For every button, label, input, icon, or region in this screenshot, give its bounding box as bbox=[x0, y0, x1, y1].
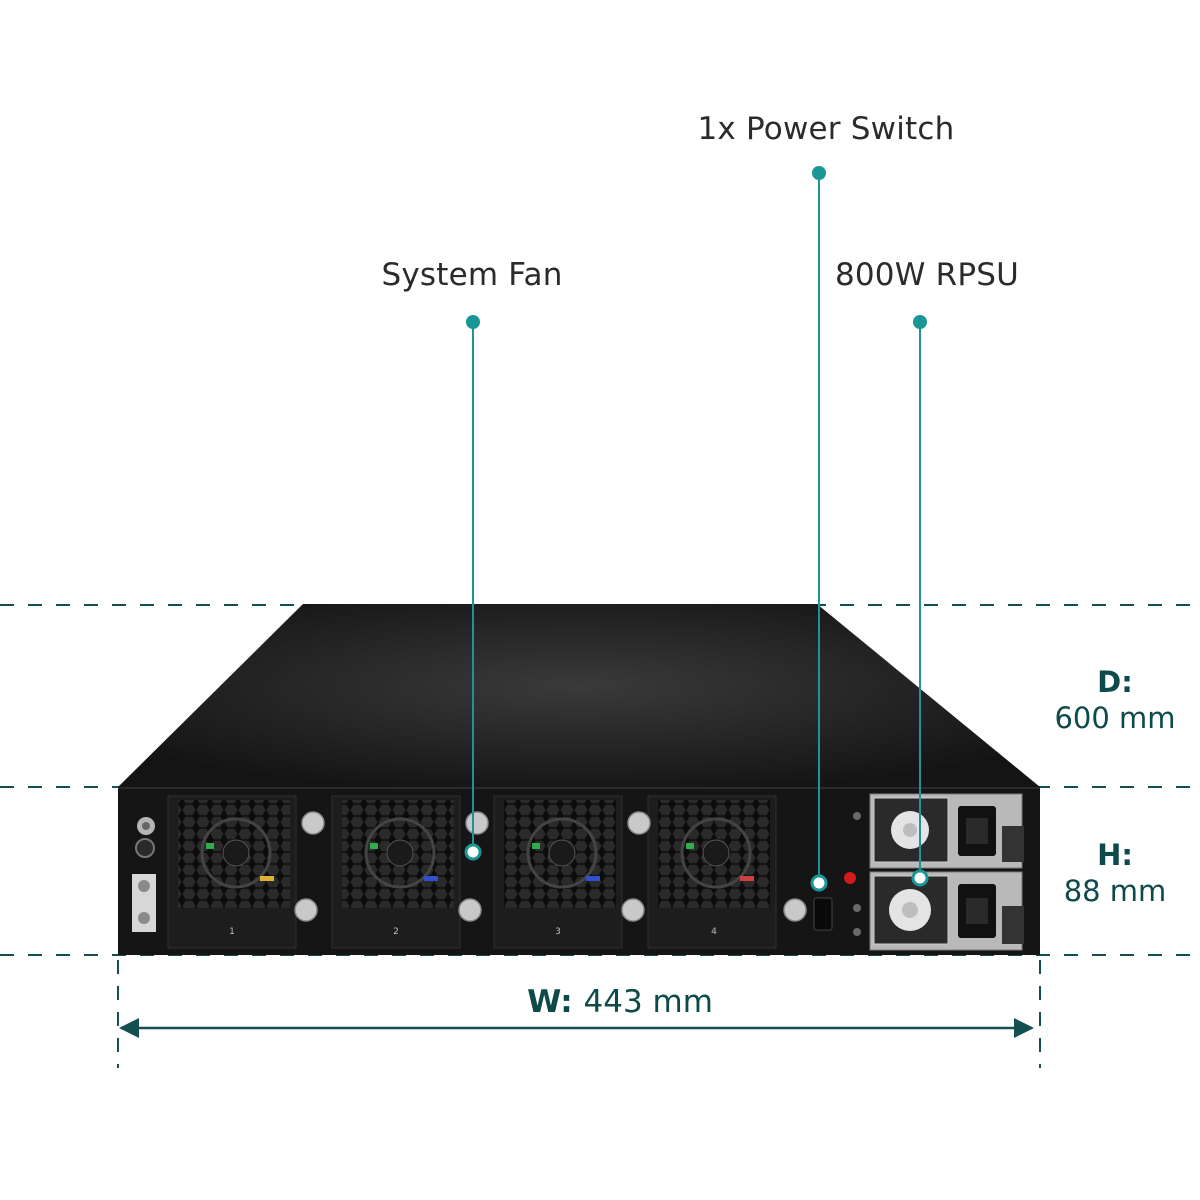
fan-label-1: 1 bbox=[229, 927, 235, 937]
rpsu-target bbox=[911, 869, 929, 887]
depth-value: 600 mm bbox=[1054, 701, 1176, 735]
system-fan-label: System Fan bbox=[381, 257, 563, 293]
width-key: W: bbox=[527, 984, 584, 1020]
fan-module-2 bbox=[331, 795, 461, 949]
height-key: H: bbox=[1097, 838, 1133, 872]
width-dimension: W: 443 mm bbox=[380, 984, 860, 1020]
psu-module-2 bbox=[869, 871, 1024, 951]
power-switch-target bbox=[810, 874, 828, 892]
fan-module-4 bbox=[647, 795, 777, 949]
thumb-screws bbox=[294, 811, 807, 922]
fan-module-1 bbox=[167, 795, 297, 949]
fan-module-3 bbox=[493, 795, 623, 949]
system-fan-top-dot bbox=[466, 315, 480, 329]
power-switch-top-dot bbox=[812, 166, 826, 180]
power-switch bbox=[813, 812, 861, 936]
system-fan-target bbox=[464, 843, 482, 861]
chassis-top bbox=[118, 604, 1040, 787]
ground-area bbox=[132, 817, 156, 932]
fan-label-4: 4 bbox=[711, 927, 717, 937]
depth-dimension: D: 600 mm bbox=[1040, 664, 1190, 736]
rpsu-label: 800W RPSU bbox=[834, 257, 1020, 293]
fan-label-3: 3 bbox=[555, 927, 561, 937]
width-value: 443 mm bbox=[583, 984, 713, 1020]
height-value: 88 mm bbox=[1063, 874, 1167, 908]
depth-key: D: bbox=[1097, 665, 1133, 699]
fan-label-2: 2 bbox=[393, 927, 399, 937]
psu-module-1 bbox=[869, 793, 1024, 869]
power-switch-label: 1x Power Switch bbox=[697, 111, 955, 147]
height-dimension: H: 88 mm bbox=[1040, 837, 1190, 909]
rpsu-top-dot bbox=[913, 315, 927, 329]
